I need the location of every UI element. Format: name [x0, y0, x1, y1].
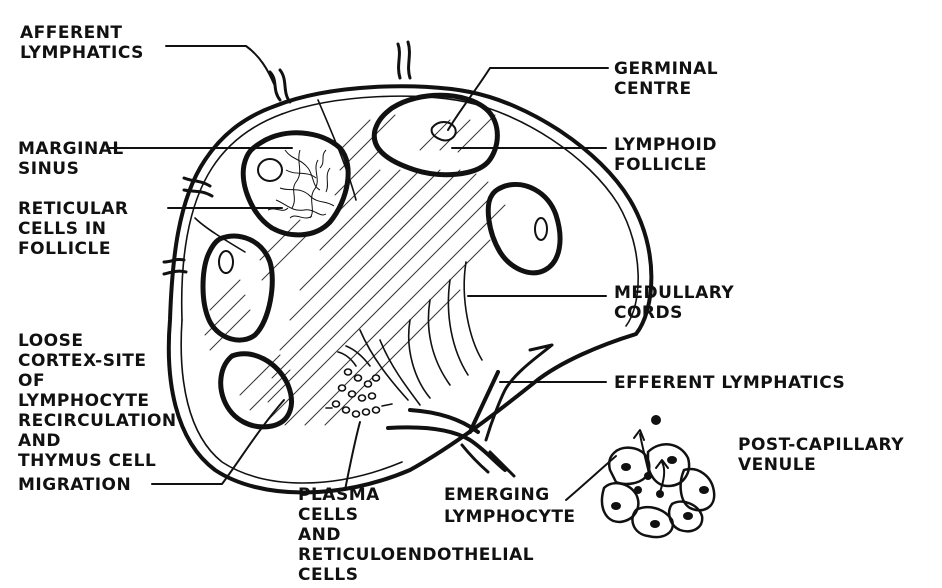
label-afferent-line1: AFFERENT: [20, 23, 123, 43]
label-loose-line3: OF: [18, 371, 45, 391]
label-germinal-line2: CENTRE: [614, 79, 692, 99]
follicle-left-mid: [203, 236, 272, 340]
label-lymphoid-line2: FOLLICLE: [614, 155, 707, 175]
plasma-cells: [326, 346, 392, 417]
follicles: [203, 95, 560, 427]
label-plasma-line5: CELLS: [298, 565, 359, 585]
label-loose-line5: RECIRCULATION: [18, 411, 177, 431]
label-marginal-line2: SINUS: [18, 159, 79, 179]
label-lymphoid-line1: LYMPHOID: [614, 135, 717, 155]
label-postcap-line1: POST-CAPILLARY: [738, 435, 904, 455]
afferent-vessels: [164, 42, 410, 274]
label-efferent: EFFERENT LYMPHATICS: [614, 373, 845, 393]
label-loose-line6: AND: [18, 431, 61, 451]
label-loose-line8: MIGRATION: [18, 475, 131, 495]
label-plasma-line1: PLASMA: [298, 485, 380, 505]
label-reticular-line3: FOLLICLE: [18, 239, 111, 259]
post-capillary-venule: [602, 415, 714, 537]
label-afferent-line2: LYMPHATICS: [20, 43, 144, 63]
label-medullary-line1: MEDULLARY: [614, 283, 734, 303]
label-plasma-line2: CELLS: [298, 505, 359, 525]
label-loose-line4: LYMPHOCYTE: [18, 391, 150, 411]
follicle-germinal: [374, 95, 497, 174]
medullary-cords: [360, 262, 482, 405]
label-emerging-line1: EMERGING: [444, 485, 550, 505]
label-reticular-line2: CELLS IN: [18, 219, 106, 239]
label-plasma-line4: RETICULOENDOTHELIAL: [298, 545, 534, 565]
label-reticular-line1: RETICULAR: [18, 199, 128, 219]
label-emerging-line2: LYMPHOCYTE: [444, 507, 576, 527]
label-plasma-line3: AND: [298, 525, 341, 545]
follicle-right: [488, 184, 560, 272]
label-medullary-line2: CORDS: [614, 303, 683, 323]
follicle-bottom-left: [221, 354, 292, 427]
label-loose-line7: THYMUS CELL: [18, 451, 156, 471]
label-germinal-line1: GERMINAL: [614, 59, 718, 79]
label-marginal-line1: MARGINAL: [18, 139, 124, 159]
diagram-labels: AFFERENT LYMPHATICS GERMINAL CENTRE MARG…: [18, 23, 904, 585]
label-postcap-line2: VENULE: [738, 455, 816, 475]
label-loose-line1: LOOSE: [18, 331, 84, 351]
label-loose-line2: CORTEX-SITE: [18, 351, 147, 371]
